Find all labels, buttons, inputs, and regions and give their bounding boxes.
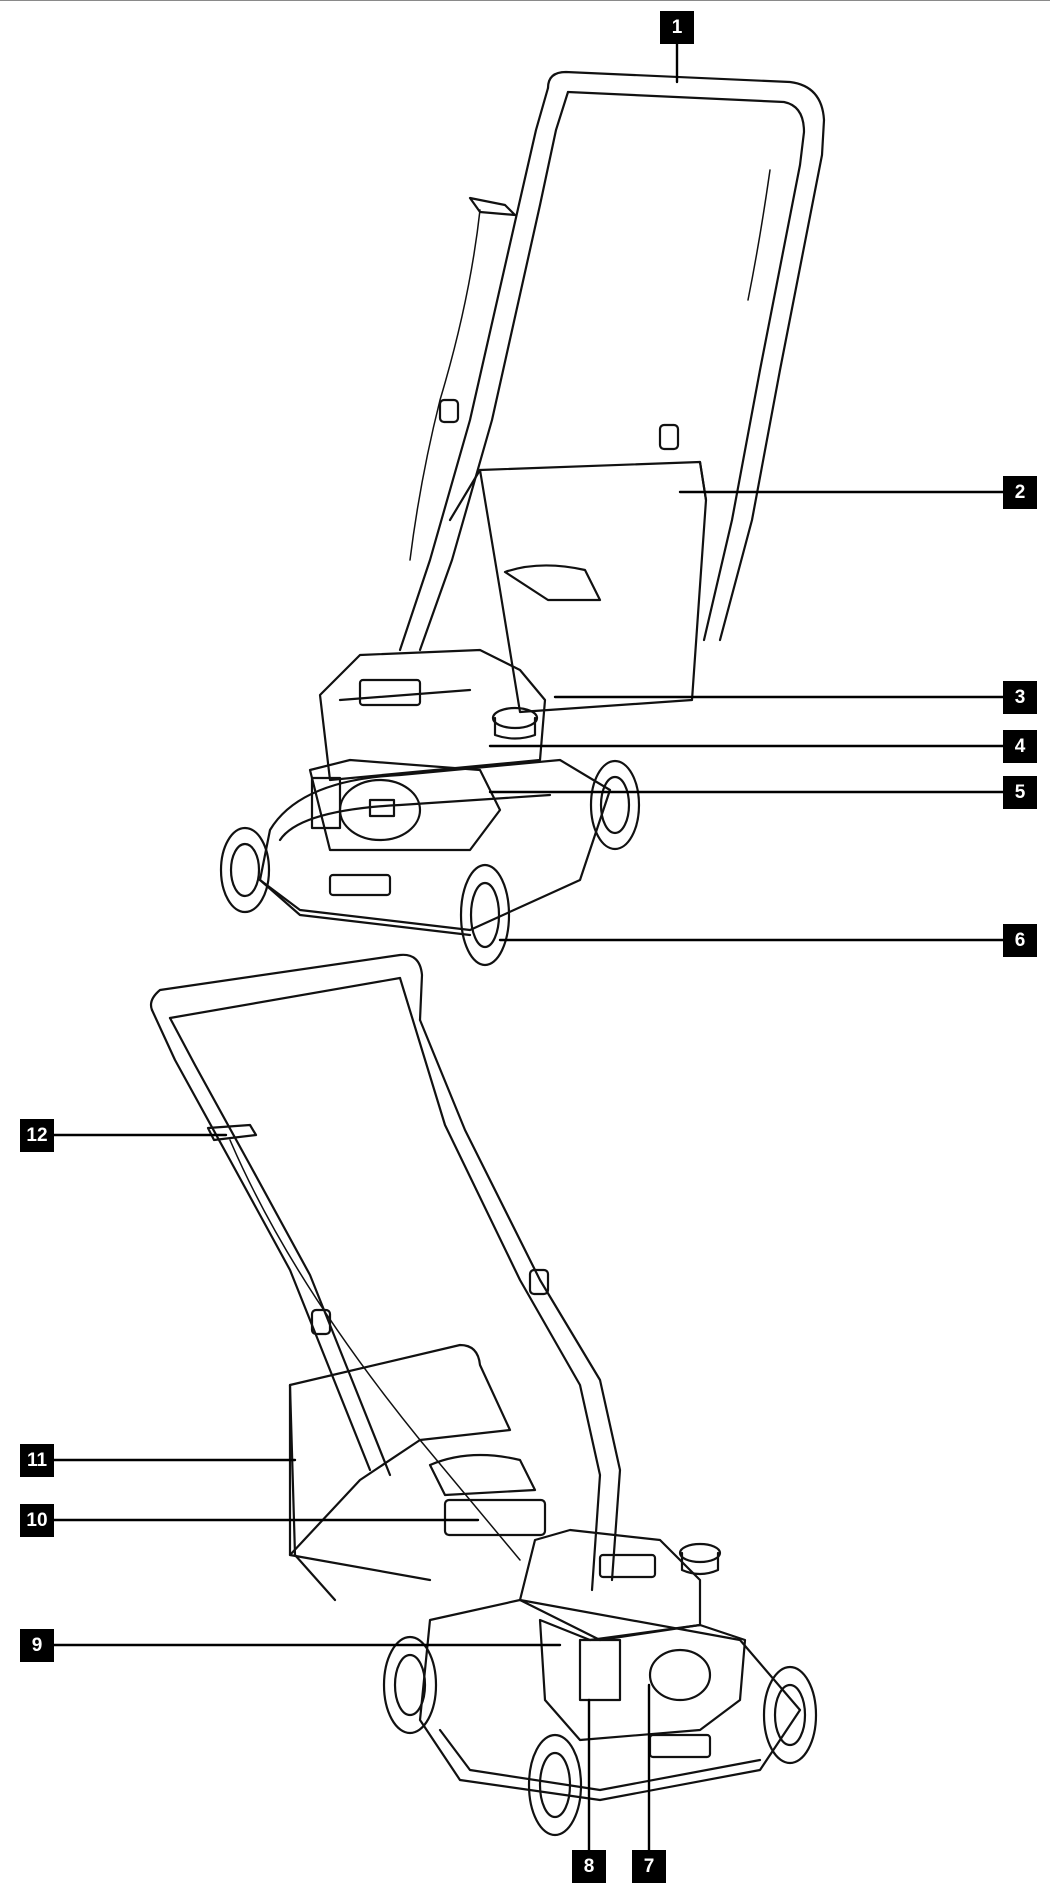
callout-4: 4	[1003, 730, 1037, 763]
wheels-bottom	[382, 1635, 818, 1837]
deck-bottom	[418, 1598, 802, 1802]
callout-10: 10	[20, 1504, 54, 1537]
mower-rear-view	[149, 953, 818, 1837]
top-border-line	[0, 0, 1050, 1]
callout-8: 8	[572, 1850, 606, 1883]
callout-1: 1	[660, 11, 694, 44]
callout-11: 11	[20, 1444, 54, 1477]
handle-bar-top	[546, 70, 826, 642]
engine-cover-top	[318, 648, 547, 782]
throttle-lever	[468, 196, 517, 217]
engine-block-bottom	[538, 1618, 747, 1742]
deck-top	[258, 758, 612, 932]
leader-lines	[52, 42, 1005, 1852]
mower-front-view	[219, 70, 826, 967]
callout-9: 9	[20, 1629, 54, 1662]
engine-block-top	[308, 758, 502, 852]
engine-cover-bottom	[518, 1528, 702, 1642]
callout-5: 5	[1003, 776, 1037, 809]
callout-12: 12	[20, 1119, 54, 1152]
grass-catcher-bottom	[288, 1343, 512, 1557]
wheels-top	[219, 759, 641, 967]
callout-2: 2	[1003, 476, 1037, 509]
callout-6: 6	[1003, 924, 1037, 957]
callout-3: 3	[1003, 681, 1037, 714]
callout-7: 7	[632, 1850, 666, 1883]
handle-bar-bottom	[149, 953, 424, 1022]
